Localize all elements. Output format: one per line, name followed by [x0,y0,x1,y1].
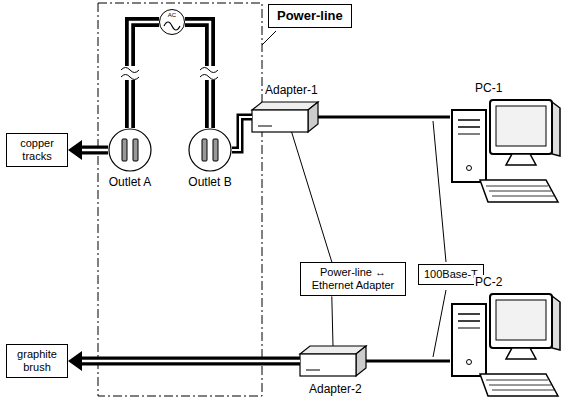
wire-gap [81,149,108,152]
wire-outer [81,357,300,366]
wire-gap [81,360,300,363]
node-label: Adapter-2 [308,382,363,396]
wire-gap [232,117,252,150]
outlet-symbol [108,128,152,172]
connector [332,296,333,346]
pc-icon [452,100,560,202]
adapter-icon [252,102,318,132]
box-text: graphite brush [12,348,62,374]
box-text: Power-line [277,8,343,24]
ac-source: AC [159,9,185,35]
outlet-symbol [188,128,232,172]
connector [232,117,252,150]
node-label: Outlet B [187,175,232,189]
wire-outer [81,146,108,155]
wire-break [121,66,219,80]
connector [68,351,300,371]
connector [318,117,450,118]
node-label: Adapter-1 [264,83,319,97]
pc: PC-1 [450,98,566,206]
box-text: copper tracks [12,137,62,163]
arrowhead [68,140,82,160]
box-text: 100Base-T [424,268,478,281]
callout-box: copper tracks [6,133,68,167]
adapter-icon [300,346,366,376]
outlet-outline [109,129,151,171]
leader-line [433,290,446,357]
sine-wave [164,22,180,30]
connector [366,361,450,362]
wire-outer [232,117,252,150]
outlet-outline [189,129,231,171]
connector [292,132,332,262]
pc-icon [452,294,560,396]
callout-box: graphite brush [6,344,68,378]
outlet-slot [213,139,218,161]
power-line-region [98,3,262,396]
adapter: Adapter-1 [252,102,318,132]
leader-line [292,132,332,262]
outlet-slot [202,139,207,161]
node-label: AC [167,12,177,18]
node-label: PC-2 [474,275,503,289]
connector [68,140,108,160]
node-label: PC-1 [474,81,503,95]
ethernet-cable [318,116,450,119]
region-label: Power-line [268,4,352,28]
node-label: Outlet A [108,175,153,189]
leader-line [433,121,446,262]
outlet-slot [133,139,138,161]
outlet: Outlet B [188,128,232,172]
arrowhead [68,351,82,371]
callout-box: Power-line ↔ Ethernet Adapter [300,262,406,296]
leader-line [262,31,276,45]
box-text: Power-line ↔ Ethernet Adapter [306,266,400,292]
ac-outline [160,10,185,35]
ethernet-cable [366,360,450,363]
adapter: Adapter-2 [300,346,366,376]
leader-line [332,296,333,346]
pc: PC-2 [450,292,566,400]
outlet-slot [122,139,127,161]
outlet: Outlet A [108,128,152,172]
